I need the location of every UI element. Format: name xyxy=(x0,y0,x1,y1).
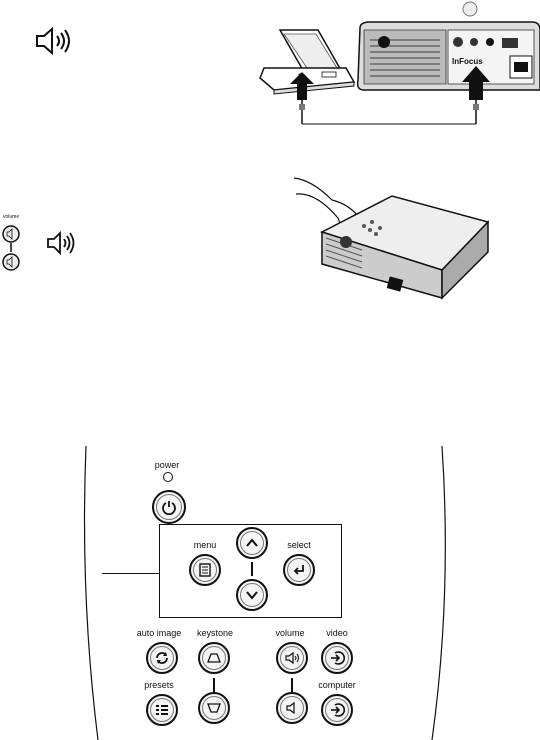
auto-image-icon xyxy=(154,650,170,666)
power-button[interactable] xyxy=(152,490,186,524)
power-label: power xyxy=(152,460,182,470)
connection-arrows xyxy=(286,64,506,136)
volume-label: volume xyxy=(270,628,310,638)
volume-up-icon xyxy=(284,651,300,665)
up-down-divider xyxy=(251,562,253,576)
speaker-volume-icon xyxy=(46,230,78,256)
presets-button[interactable] xyxy=(146,694,178,726)
menu-label: menu xyxy=(190,540,220,550)
source-input-icon xyxy=(329,702,345,718)
callout-line xyxy=(102,573,160,574)
computer-button[interactable] xyxy=(321,694,353,726)
up-button[interactable] xyxy=(236,527,268,559)
menu-icon xyxy=(198,563,212,577)
video-label: video xyxy=(322,628,352,638)
auto-image-label: auto image xyxy=(128,628,190,638)
projector-hand-illustration xyxy=(292,174,492,302)
power-led xyxy=(163,472,173,482)
video-button[interactable] xyxy=(321,642,353,674)
volume-buttons-small xyxy=(0,220,22,276)
keystone-down-button[interactable] xyxy=(198,692,230,724)
menu-button[interactable] xyxy=(189,554,221,586)
keystone-up-icon xyxy=(206,651,222,665)
source-input-icon xyxy=(329,650,345,666)
power-icon xyxy=(161,499,177,515)
volume-down-button[interactable] xyxy=(276,692,308,724)
down-button[interactable] xyxy=(236,579,268,611)
keystone-label: keystone xyxy=(190,628,240,638)
select-label: select xyxy=(282,540,316,550)
volume-down-icon xyxy=(284,701,300,715)
enter-icon xyxy=(292,563,306,577)
presets-label: presets xyxy=(136,680,182,690)
chevron-down-icon xyxy=(245,588,259,602)
keystone-down-icon xyxy=(206,701,222,715)
auto-image-button[interactable] xyxy=(146,642,178,674)
chevron-up-icon xyxy=(245,536,259,550)
volume-up-button[interactable] xyxy=(276,642,308,674)
select-button[interactable] xyxy=(283,554,315,586)
keystone-up-button[interactable] xyxy=(198,642,230,674)
computer-label: computer xyxy=(314,680,360,690)
speaker-volume-icon xyxy=(34,26,74,56)
presets-icon xyxy=(154,703,170,717)
